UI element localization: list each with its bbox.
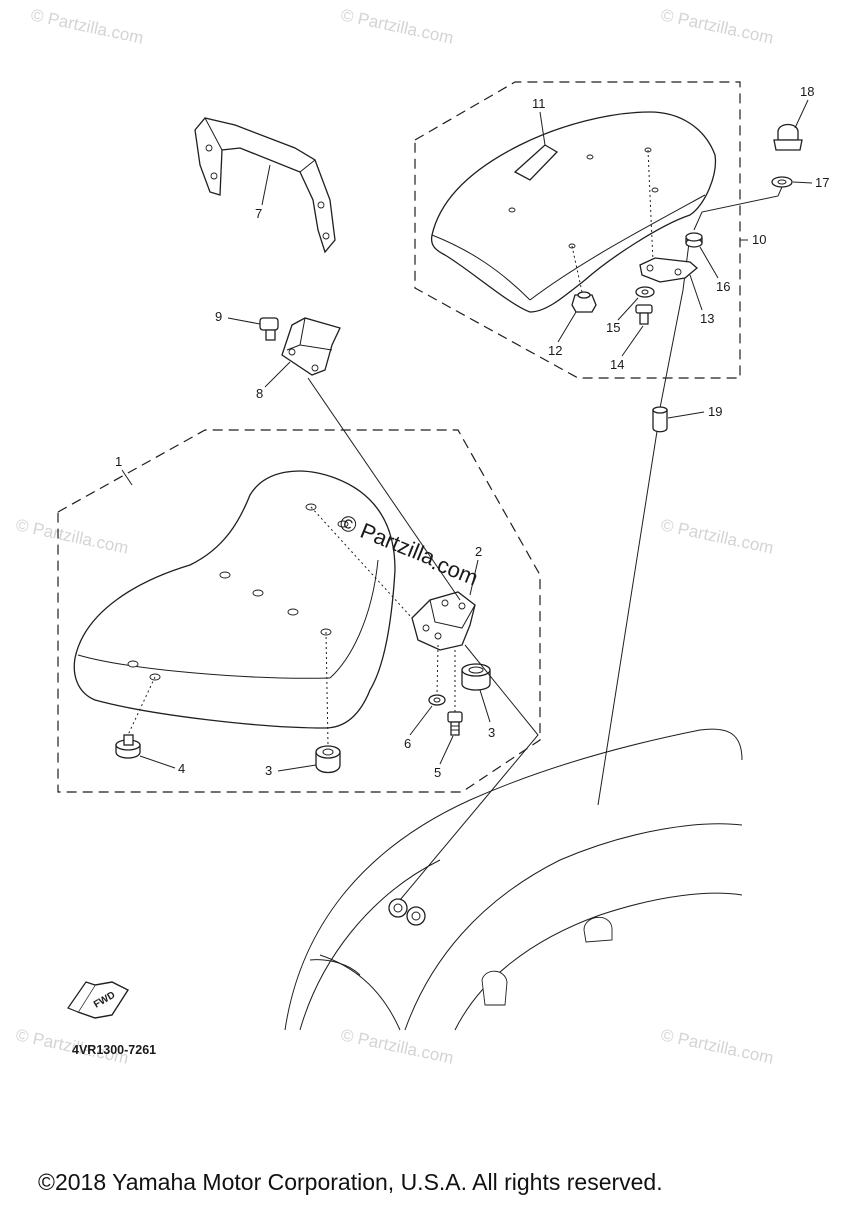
callout-17[interactable]: 17 (815, 175, 829, 190)
watermark: © Partzilla.com (659, 515, 775, 557)
watermark: © Partzilla.com (339, 5, 455, 47)
watermark: © Partzilla.com (29, 5, 145, 47)
bracket-bolt[interactable] (447, 711, 463, 736)
callout-14[interactable]: 14 (610, 357, 624, 372)
grab-bar-bracket[interactable] (281, 317, 341, 376)
seat-assembly-outline (57, 429, 541, 793)
washer[interactable] (771, 176, 793, 188)
washer[interactable] (428, 694, 446, 706)
rider-seat[interactable] (73, 470, 396, 729)
callout-11[interactable]: 11 (532, 96, 546, 111)
callout-7[interactable]: 7 (255, 206, 262, 221)
bracket-bolt[interactable] (259, 317, 279, 341)
seat-bolt[interactable] (115, 734, 141, 759)
watermark: © Partzilla.com (339, 1025, 455, 1067)
seat-damper[interactable] (461, 663, 491, 691)
grommet[interactable] (685, 232, 703, 248)
callout-15[interactable]: 15 (606, 320, 620, 335)
mounting-plate[interactable] (639, 257, 699, 283)
cap-nut[interactable] (773, 123, 803, 151)
callout-12[interactable]: 12 (548, 343, 562, 358)
passenger-seat-pad[interactable] (430, 111, 717, 313)
watermark: © Partzilla.com (14, 515, 130, 557)
plate-bolt[interactable] (635, 304, 653, 325)
callout-6[interactable]: 6 (404, 736, 411, 751)
callouts: 1 2 3 3 4 5 6 7 8 9 10 11 12 13 14 15 16… (115, 84, 829, 780)
watermark: © Partzilla.com (659, 5, 775, 47)
callout-5[interactable]: 5 (434, 765, 441, 780)
copyright-footer: ©2018 Yamaha Motor Corporation, U.S.A. A… (38, 1169, 663, 1195)
callout-19[interactable]: 19 (708, 404, 722, 419)
callout-4[interactable]: 4 (178, 761, 185, 776)
seat-nut[interactable] (571, 291, 597, 313)
watermark-text: .com (428, 549, 482, 590)
callout-3[interactable]: 3 (488, 725, 495, 740)
grab-bar[interactable] (194, 117, 336, 254)
callout-10[interactable]: 10 (752, 232, 766, 247)
collar[interactable] (652, 406, 668, 433)
callout-18[interactable]: 18 (800, 84, 814, 99)
watermark: © Partzilla.com (659, 1025, 775, 1067)
callout-2[interactable]: 2 (475, 544, 482, 559)
washer[interactable] (635, 286, 655, 298)
passenger-seat-outline (414, 81, 741, 379)
callout-3[interactable]: 3 (265, 763, 272, 778)
fwd-arrow-icon: FWD (67, 981, 130, 1019)
callout-9[interactable]: 9 (215, 309, 222, 324)
rear-fender (284, 728, 743, 1031)
callout-8[interactable]: 8 (256, 386, 263, 401)
callout-16[interactable]: 16 (716, 279, 730, 294)
diagram-code: 4VR1300-7261 (72, 1043, 156, 1057)
callout-13[interactable]: 13 (700, 311, 714, 326)
seat-damper[interactable] (315, 745, 341, 774)
seat-bracket[interactable] (411, 591, 476, 651)
callout-1[interactable]: 1 (115, 454, 122, 469)
